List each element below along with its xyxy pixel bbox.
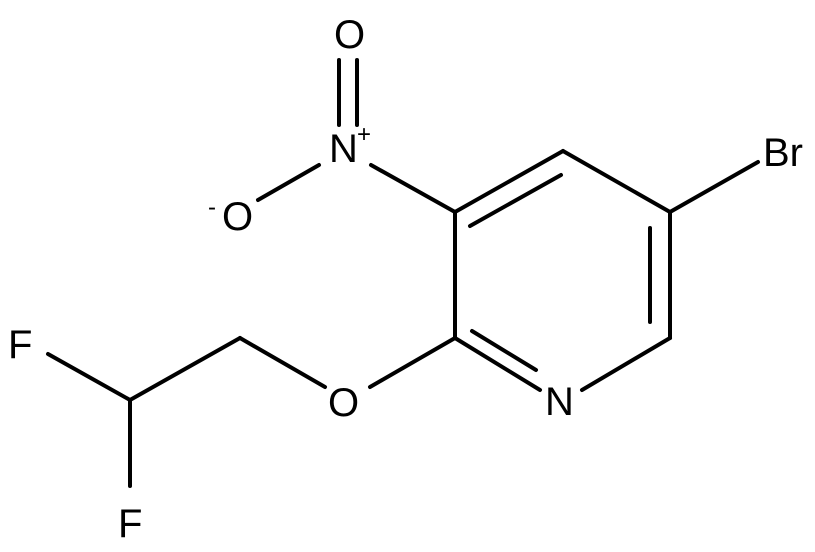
- atom-nitro-oxygen-top-label: O: [334, 13, 365, 57]
- bond-c3-c4-inner: [468, 173, 563, 228]
- bond-n1-c2: [453, 336, 542, 392]
- bond-chf2-f-top: [46, 352, 132, 402]
- atom-bromine-label: Br: [763, 131, 803, 175]
- atom-nitro-oxygen-left-label: O: [222, 195, 253, 239]
- bond-o-ch2: [238, 336, 327, 389]
- bond-n1-c2-inner: [470, 329, 538, 372]
- bond-c6-n1: [580, 336, 672, 392]
- atom-fluorine-top-label: F: [8, 323, 32, 367]
- atom-ether-oxygen-label: O: [328, 381, 359, 425]
- bond-c5-br: [668, 160, 760, 214]
- atom-nitro-nitrogen-label: N: [329, 127, 358, 171]
- atom-nitro-nitrogen-charge: +: [357, 121, 371, 148]
- atom-fluorine-bottom-label: F: [118, 502, 142, 546]
- atom-ring-nitrogen-label: N: [545, 380, 574, 424]
- atom-nitro-oxygen-charge: -: [208, 194, 216, 221]
- bond-c3-c4: [453, 149, 565, 214]
- bond-c2-o-ether: [368, 336, 457, 389]
- bond-ch2-chf2: [128, 336, 242, 402]
- bond-nitro-n-o-left: [256, 163, 321, 202]
- bond-c3-nitro-n: [369, 163, 457, 214]
- bond-c4-c5: [561, 149, 672, 214]
